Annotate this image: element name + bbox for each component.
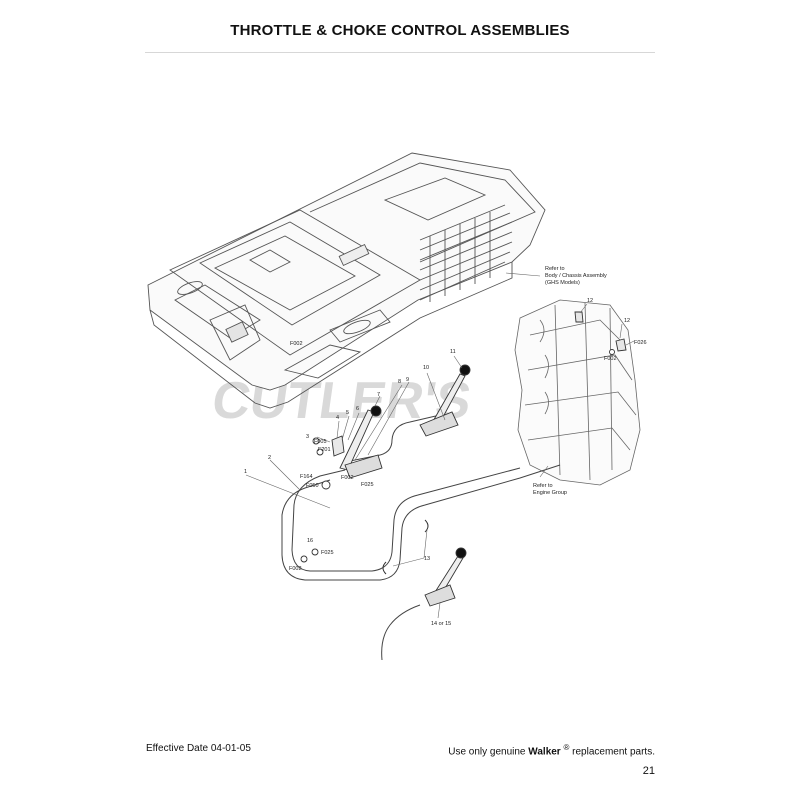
callout-f002-top: F002 [290,341,303,347]
callout-f002-bottom: F002 [289,566,302,572]
title-divider [145,52,655,53]
callout-7: 7 [377,392,380,398]
callout-f025-low: F025 [321,550,334,556]
brand-name: Walker [528,746,561,758]
callout-labels: Refer to Body / Chassis Assembly (GHS Mo… [244,266,647,627]
page-title: THROTTLE & CHOKE CONTROL ASSEMBLIES [230,22,570,39]
chassis-body [147,152,546,409]
callout-f050: F050 [306,483,319,489]
callout-8: 8 [398,379,401,385]
genuine-parts-notice: Use only genuine Walker ® replacement pa… [448,743,655,757]
callout-6: 6 [356,406,359,412]
refer-body-line2: Body / Chassis Assembly [545,273,607,279]
notice-prefix: Use only genuine [448,746,529,758]
cable-clips [382,519,429,575]
callout-14-15: 14 or 15 [431,621,451,627]
callout-10: 10 [423,365,429,371]
callout-f164: F164 [300,474,313,480]
callout-1: 1 [244,469,247,475]
callout-2: 2 [268,455,271,461]
callout-12a: 12 [587,298,593,304]
leader-lines [245,272,635,619]
callout-f201: F201 [318,447,331,453]
lever-assemblies [300,311,627,607]
callout-f025-mid: F025 [361,482,374,488]
refer-body-line3: (GHS Models) [545,280,580,286]
effective-date: Effective Date 04-01-05 [146,743,251,754]
notice-suffix: replacement parts. [569,746,655,758]
callout-f002-mid: F002 [341,475,354,481]
callout-4: 4 [336,415,339,421]
callout-f002-right: F002 [604,356,617,362]
control-cables [281,414,561,661]
callout-3: 3 [306,434,309,440]
page-number: 21 [642,765,655,777]
callout-9: 9 [406,377,409,383]
refer-engine-line1: Refer to [533,483,553,489]
callout-12b: 12 [624,318,630,324]
engine-block [514,299,641,486]
callout-13: 13 [424,556,430,562]
refer-engine-line2: Engine Group [533,490,567,496]
callout-5: 5 [346,410,349,416]
callout-f026: F026 [634,340,647,346]
callout-16: 16 [307,538,313,544]
refer-body-line1: Refer to [545,266,565,272]
callout-f005: F005 [314,439,327,445]
registered-mark: ® [563,743,570,752]
callout-11: 11 [450,349,456,355]
